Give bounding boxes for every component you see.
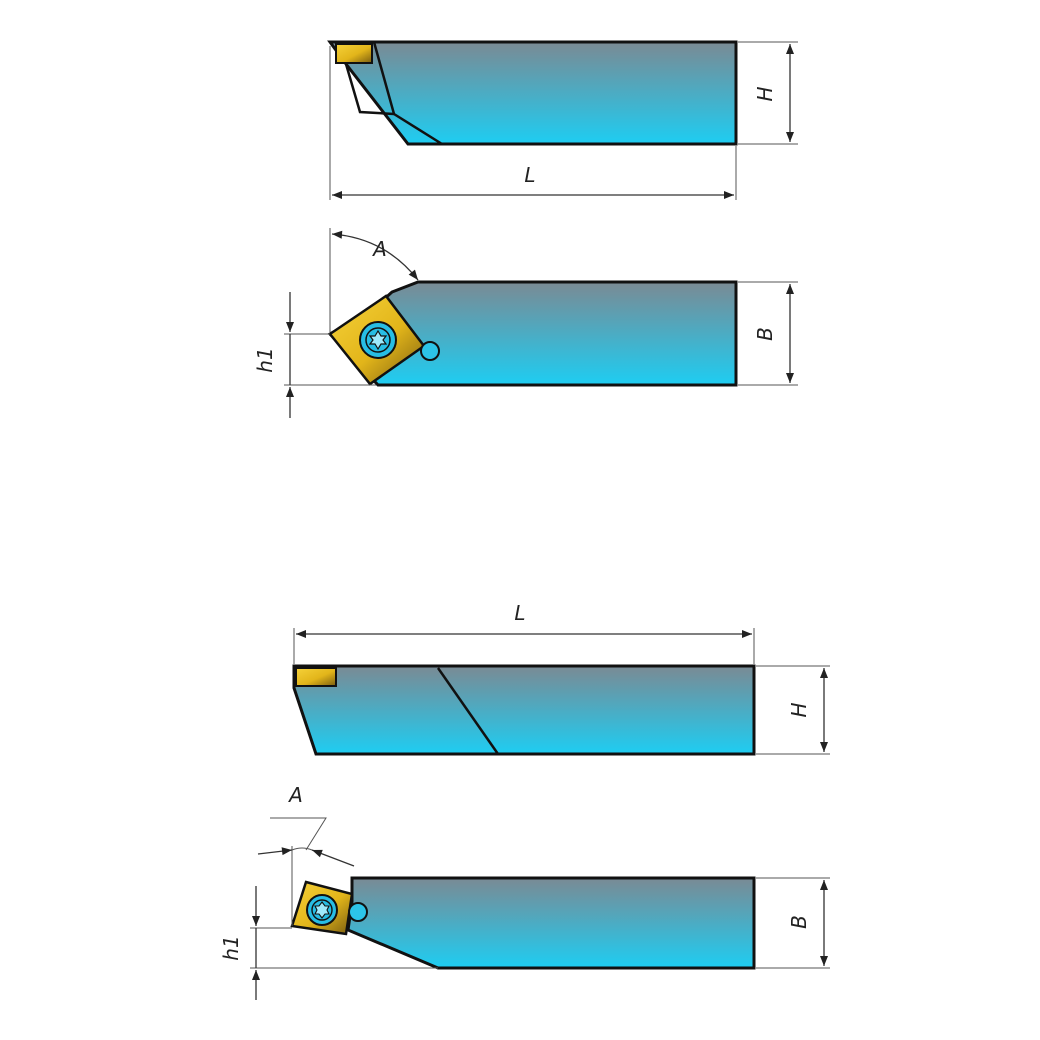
bottom-top-view: A B h1 — [219, 783, 830, 1000]
top-angle-arc — [331, 230, 419, 281]
top-top-torx-icon — [368, 329, 388, 351]
bottom-top-clamp-pin — [348, 902, 368, 922]
bottom-width-label: B — [787, 915, 811, 929]
top-top-clamp-pin — [420, 341, 440, 361]
bottom-angle-label: A — [287, 783, 303, 807]
bottom-top-torx-icon — [314, 901, 330, 919]
bottom-top-holder-body — [346, 876, 756, 970]
top-width-label: B — [753, 327, 777, 341]
top-height-label: H — [753, 86, 777, 101]
bottom-side-head-edge — [436, 667, 500, 755]
top-angle-label: A — [371, 237, 387, 261]
top-side-holder-body — [327, 40, 738, 146]
bottom-side-insert — [295, 667, 337, 687]
top-side-seat-inner — [344, 63, 395, 116]
bottom-side-view: L H — [292, 601, 830, 756]
top-top-view: A B h1 — [253, 228, 798, 418]
bottom-length-label: L — [514, 601, 525, 625]
top-side-view: L H — [327, 40, 798, 200]
top-length-label: L — [524, 163, 535, 187]
top-side-insert — [335, 43, 373, 64]
bottom-height-label: H — [787, 702, 811, 717]
bottom-offset-label: h1 — [219, 935, 243, 960]
top-offset-label: h1 — [253, 347, 277, 372]
bottom-side-holder-body — [292, 664, 756, 756]
